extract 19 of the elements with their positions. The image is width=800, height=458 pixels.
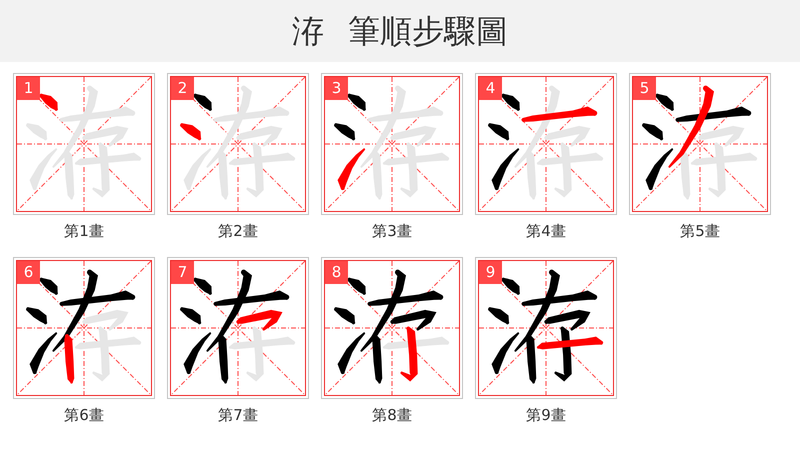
number-badge: 6	[17, 261, 40, 284]
number-badge: 7	[171, 261, 194, 284]
number-badge: 4	[479, 77, 502, 100]
title: 洊 筆順步驟圖	[0, 0, 800, 62]
number-badge: 3	[325, 77, 348, 100]
number-badge: 8	[325, 261, 348, 284]
number-badge: 1	[17, 77, 40, 100]
number-badge: 5	[633, 77, 656, 100]
step-caption: 第9畫	[525, 405, 567, 425]
step-caption: 第1畫	[63, 221, 105, 241]
step-caption: 第5畫	[679, 221, 721, 241]
step-caption: 第3畫	[371, 221, 413, 241]
step-caption: 第8畫	[371, 405, 413, 425]
step-caption: 第6畫	[63, 405, 105, 425]
step-caption: 第7畫	[217, 405, 259, 425]
number-badge: 2	[171, 77, 194, 100]
number-badge: 9	[479, 261, 502, 284]
step-caption: 第4畫	[525, 221, 567, 241]
step-caption: 第2畫	[217, 221, 259, 241]
